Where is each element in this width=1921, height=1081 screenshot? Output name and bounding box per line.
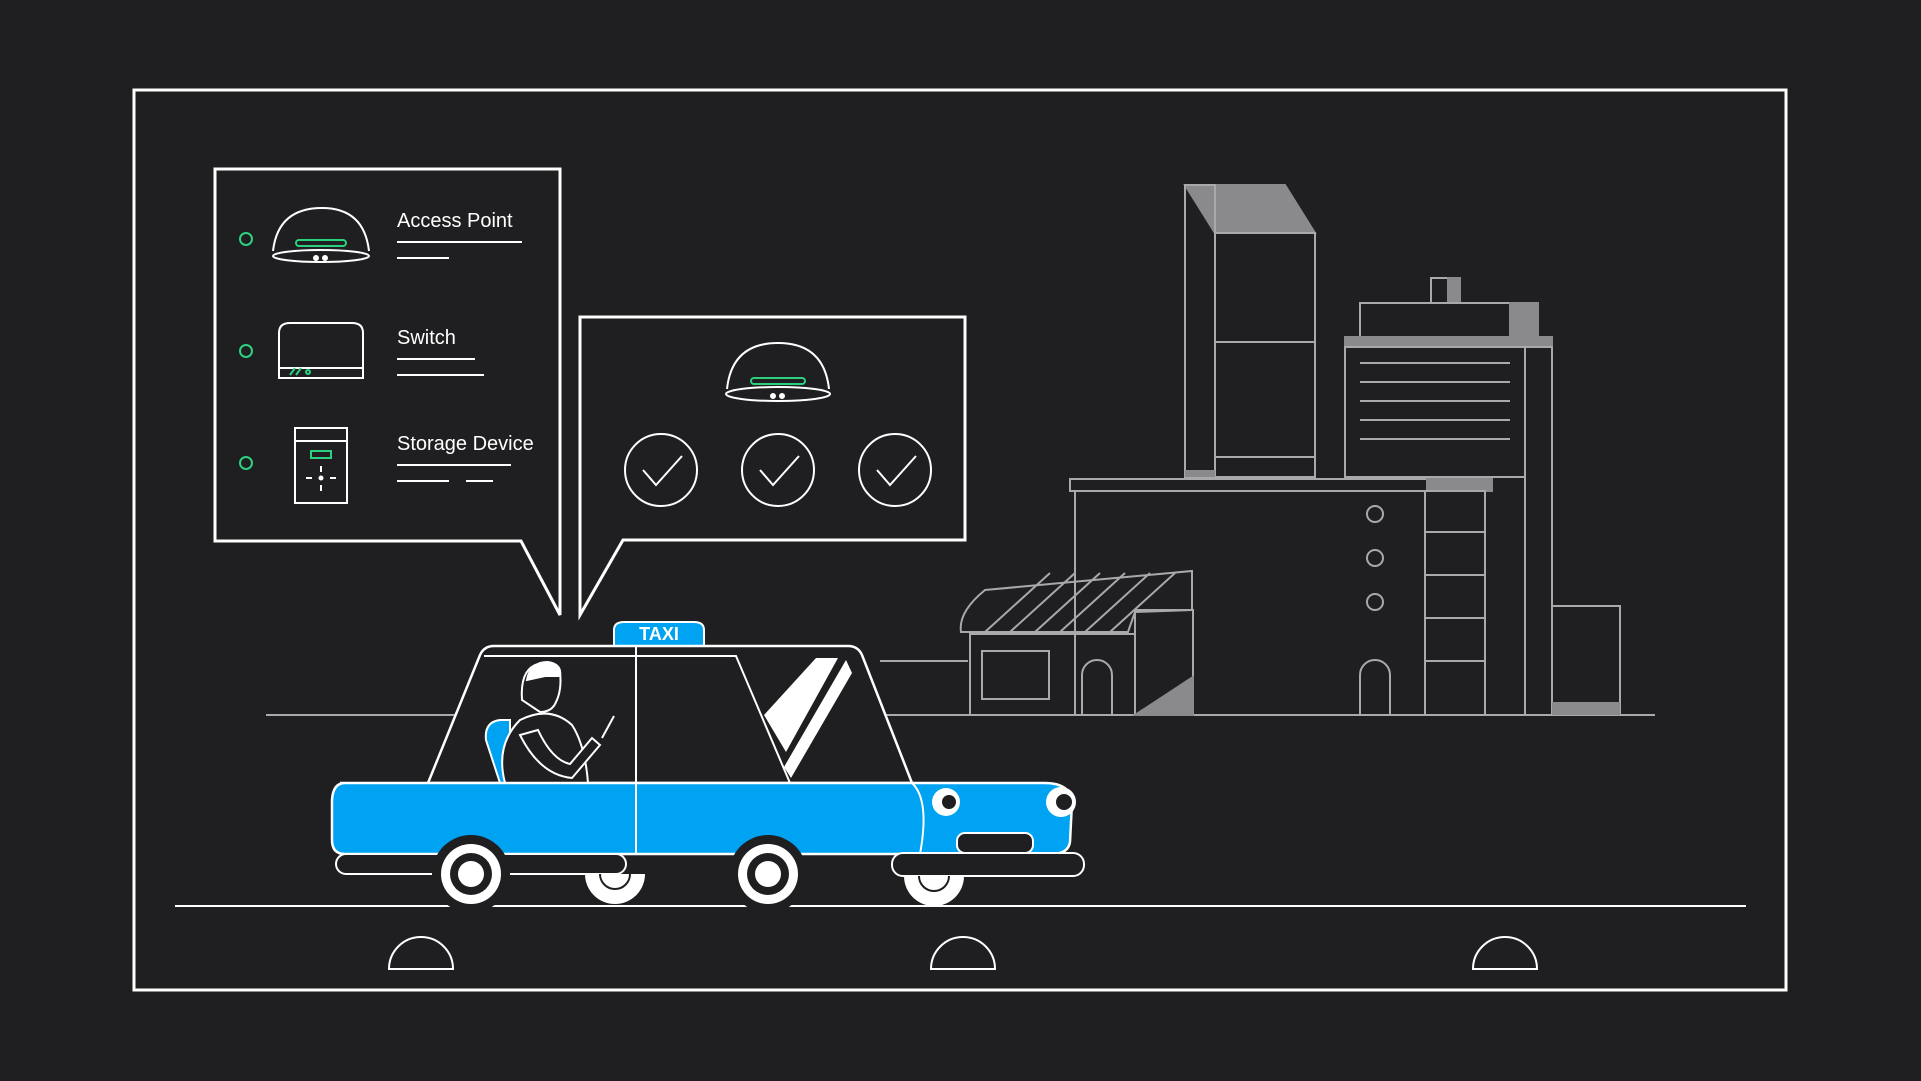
status-dot-icon <box>239 232 253 246</box>
device-list-bubble <box>213 167 562 616</box>
access-point-icon <box>272 206 370 263</box>
status-bubble <box>578 315 967 621</box>
tall-tower <box>1183 184 1317 478</box>
taxi-sign <box>613 621 705 647</box>
placeholder-text-lines <box>397 241 522 482</box>
device-label-access-point: Access Point <box>397 210 513 232</box>
status-dot-icon <box>239 456 253 470</box>
check-circle-icon <box>741 433 815 507</box>
check-circle-icon <box>624 433 698 507</box>
city-buildings <box>880 184 1621 716</box>
storage-device-icon <box>294 427 348 504</box>
taxi <box>330 621 1085 913</box>
switch-icon <box>278 322 364 379</box>
driver <box>484 660 615 784</box>
status-dot-icon <box>239 344 253 358</box>
shop <box>880 569 1194 716</box>
main-building <box>1069 478 1493 716</box>
device-label-storage-device: Storage Device <box>397 433 534 455</box>
check-circle-icon <box>858 433 932 507</box>
office-building <box>1344 277 1553 716</box>
taxi-sign-text: TAXI <box>639 624 679 644</box>
outer-frame <box>132 88 1788 992</box>
road-bumps <box>387 936 1539 970</box>
device-label-switch: Switch <box>397 327 456 349</box>
access-point-icon <box>725 341 831 402</box>
